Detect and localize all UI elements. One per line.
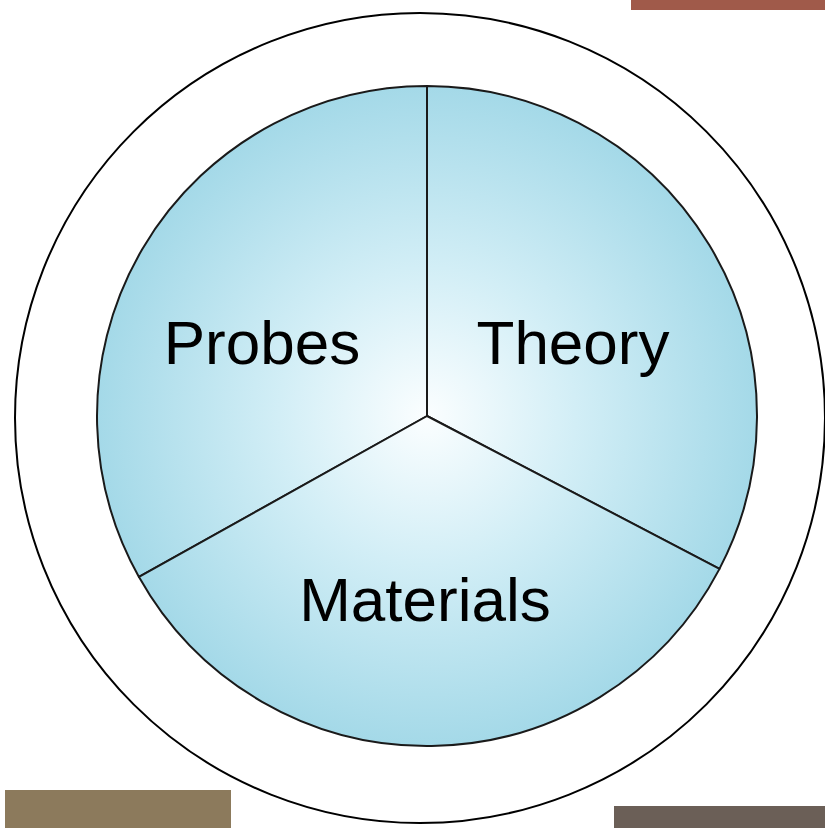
photo-fragment	[5, 790, 231, 828]
sector-outline	[139, 416, 720, 746]
outer-ring	[15, 13, 825, 823]
sector-label: Materials	[299, 566, 551, 634]
photo-fragment	[614, 806, 825, 828]
sector-node: Materials	[137, 414, 722, 748]
photo-fragment	[631, 0, 825, 10]
sector-label: Theory	[477, 309, 670, 377]
sector-label: Probes	[164, 309, 360, 377]
